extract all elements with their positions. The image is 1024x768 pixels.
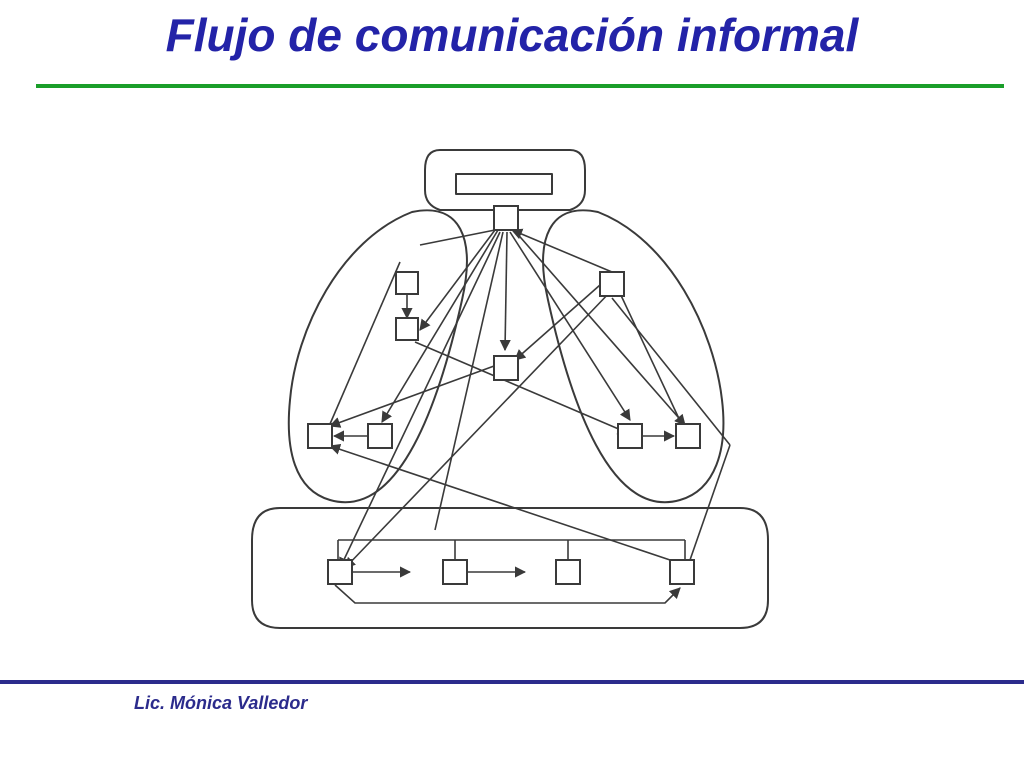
title-underline: [36, 84, 1004, 88]
node-top: [493, 205, 519, 231]
node-center: [493, 355, 519, 381]
node-bottom-3: [555, 559, 581, 585]
node-right-bottom-a: [617, 423, 643, 449]
node-bottom-4: [669, 559, 695, 585]
footer-divider: [0, 680, 1024, 684]
node-left-bottom-a: [307, 423, 333, 449]
slide-title: Flujo de comunicación informal: [165, 9, 859, 61]
node-right-upper: [599, 271, 625, 297]
bottom-group-outline: [251, 507, 769, 629]
footer-author: Lic. Mónica Valledor: [134, 693, 308, 713]
top-banner: [455, 173, 553, 195]
node-right-bottom-b: [675, 423, 701, 449]
node-left-upper: [395, 271, 419, 295]
node-left-bottom-b: [367, 423, 393, 449]
left-group-outline: [287, 209, 468, 504]
node-bottom-1: [327, 559, 353, 585]
node-bottom-2: [442, 559, 468, 585]
node-left-middle: [395, 317, 419, 341]
top-group-outline: [424, 149, 586, 211]
